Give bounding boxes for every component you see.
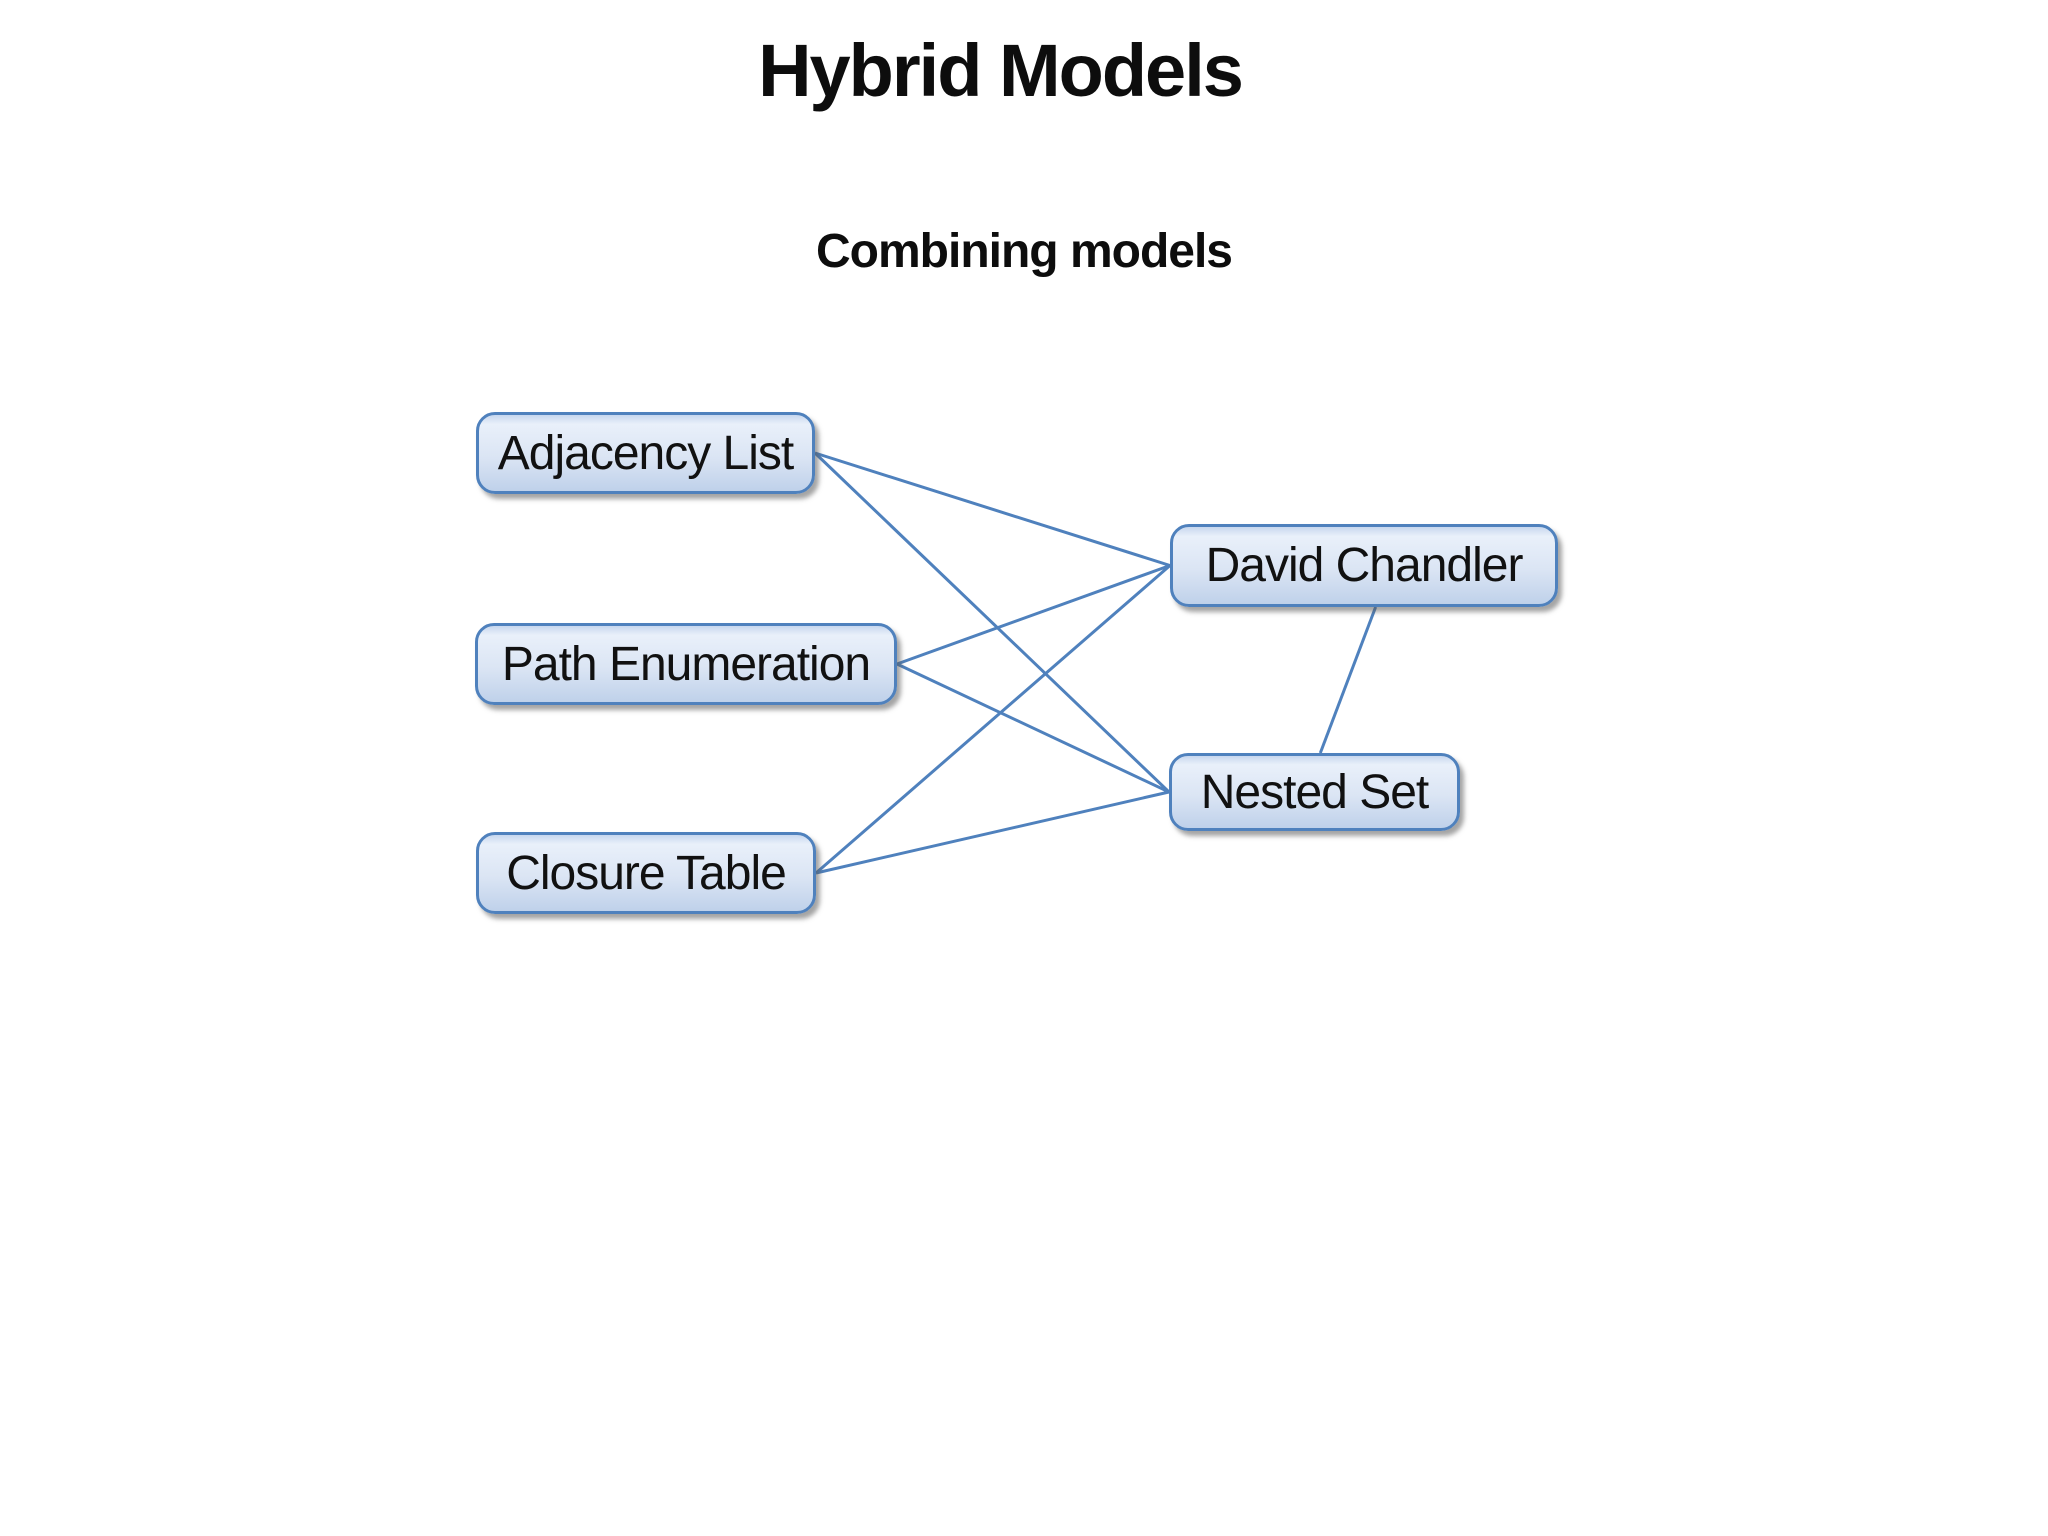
node-label: Nested Set xyxy=(1200,765,1429,819)
node-nested-set: Nested Set xyxy=(1169,753,1460,831)
node-path-enumeration: Path Enumeration xyxy=(475,623,897,705)
node-adjacency-list: Adjacency List xyxy=(476,412,815,494)
connector-line xyxy=(815,790,1170,875)
node-label: Adjacency List xyxy=(497,426,794,480)
node-david-chandler: David Chandler xyxy=(1170,524,1558,607)
node-closure-table: Closure Table xyxy=(476,832,816,914)
connector-line xyxy=(896,662,1170,794)
connector-line xyxy=(896,564,1171,666)
connector-line xyxy=(815,564,1171,875)
node-label: Path Enumeration xyxy=(501,637,871,691)
connector-line xyxy=(1318,606,1378,754)
connector-line xyxy=(814,451,1171,567)
node-label: Closure Table xyxy=(506,846,787,900)
slide-title: Hybrid Models xyxy=(758,29,1244,112)
node-label: David Chandler xyxy=(1205,539,1524,592)
slide-subtitle: Combining models xyxy=(816,225,1233,278)
